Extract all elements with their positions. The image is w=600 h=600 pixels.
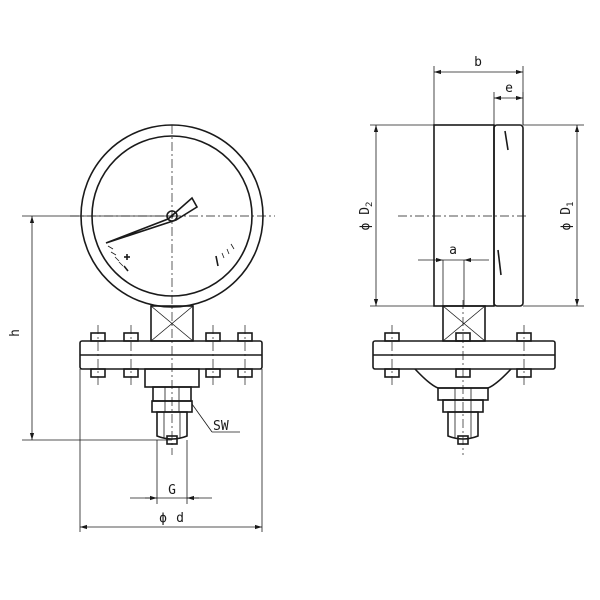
label-b: b — [474, 55, 482, 70]
label-sw: SW — [213, 419, 229, 434]
gauge-pointer — [105, 196, 199, 244]
front-fitting — [144, 368, 200, 445]
dimension-sw: SW — [191, 403, 240, 434]
side-case — [433, 124, 524, 307]
case-bezel — [493, 124, 524, 307]
scale-ticks-right — [215, 243, 235, 267]
dimension-d1: ϕ D1 — [523, 124, 584, 307]
label-e: e — [505, 81, 513, 96]
dimension-g: G — [130, 440, 212, 504]
svg-text:ϕ D1: ϕ D1 — [559, 202, 576, 231]
plus-mark — [124, 254, 130, 260]
svg-text:ϕ D2: ϕ D2 — [358, 202, 375, 231]
dimension-d2: ϕ D2 — [358, 124, 434, 307]
side-flange — [372, 325, 556, 389]
label-h: h — [8, 329, 23, 337]
label-d1: ϕ D — [559, 207, 574, 231]
label-d: d — [176, 511, 184, 526]
front-view: h SW G ϕ d — [8, 124, 275, 532]
dimension-d: ϕ d — [79, 369, 263, 532]
side-fitting — [437, 387, 489, 445]
label-d1-subscript: 1 — [566, 202, 576, 207]
dimension-a: a — [418, 243, 489, 263]
label-d-symbol: ϕ — [159, 511, 167, 526]
dimension-e: e — [493, 81, 524, 125]
label-d2-subscript: 2 — [365, 202, 375, 207]
dimension-h: h — [8, 215, 172, 441]
side-view: b e a ϕ D2 — [358, 55, 584, 455]
scale-ticks-left — [107, 245, 129, 272]
label-d2: ϕ D — [358, 207, 373, 231]
label-a: a — [449, 243, 457, 258]
side-stem — [442, 260, 486, 342]
label-g: G — [168, 483, 176, 498]
front-flange — [79, 325, 263, 385]
